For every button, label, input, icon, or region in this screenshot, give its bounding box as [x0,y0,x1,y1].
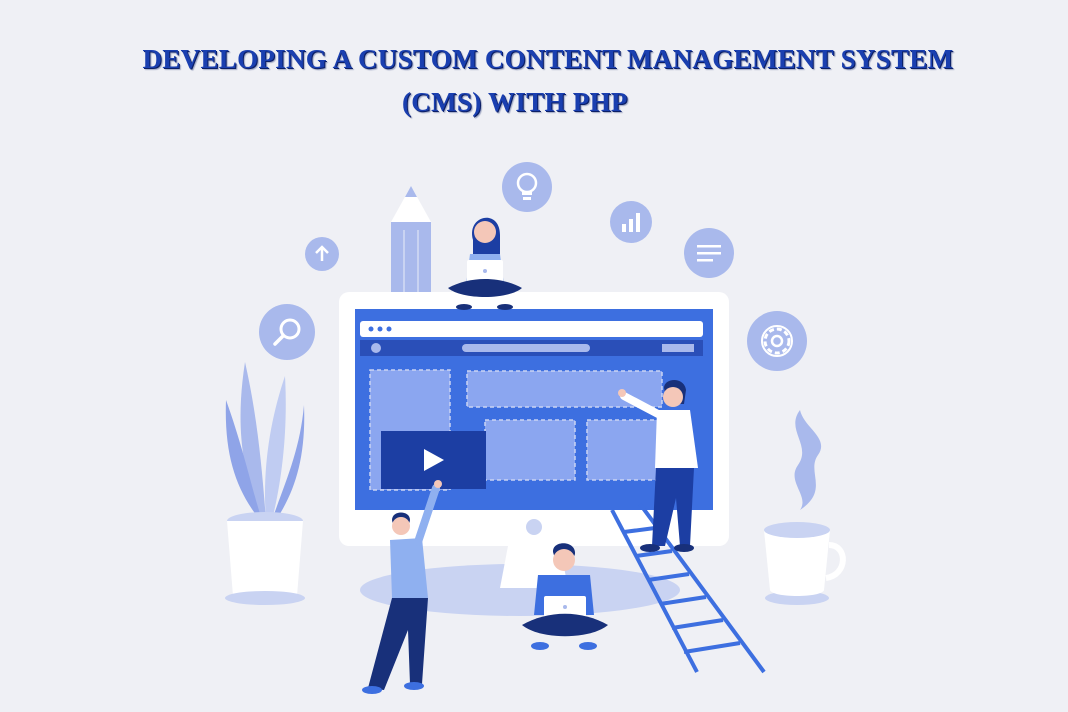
person-man-sitting-laptop [522,543,608,650]
play-icon [424,449,444,471]
bar-chart-icon [610,201,652,243]
pencil-icon [391,186,431,294]
person-man-pointing [618,380,698,552]
plant [225,362,305,605]
lightbulb-icon [502,162,552,212]
page-title-line-2: (CMS) WITH PHP [402,87,628,117]
page-title-line-1: DEVELOPING A CUSTOM CONTENT MANAGEMENT S… [142,44,954,74]
search-icon [259,304,315,360]
person-man-reaching [362,480,442,694]
coffee-cup [764,410,846,605]
video-play-card [381,431,486,489]
person-woman-laptop [448,217,522,310]
text-lines-icon [684,228,734,278]
arrow-up-icon [305,237,339,271]
gear-icon [747,311,807,371]
